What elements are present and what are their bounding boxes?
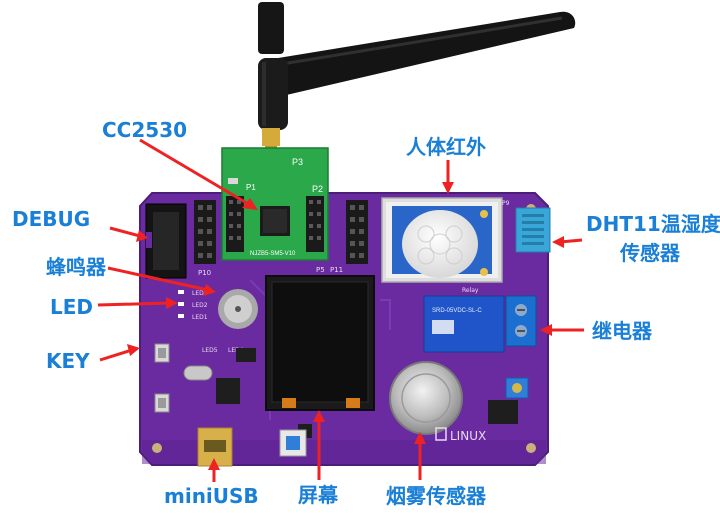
silk-led5: LED5 (202, 347, 218, 354)
crystal (183, 365, 213, 381)
silk-linux: LINUX (450, 429, 486, 443)
silk-led2: LED2 (192, 302, 208, 309)
arrow-led (97, 301, 171, 307)
label-key: KEY (46, 349, 90, 373)
silk-led1: LED1 (192, 314, 208, 321)
label-led: LED (50, 295, 94, 319)
buzzer (218, 289, 258, 329)
relay: SRD-05VDC-SL-C Relay (423, 287, 505, 353)
silk-p5: P5 (316, 266, 325, 274)
ics (216, 348, 518, 438)
potentiometer (505, 377, 529, 399)
linux-logo: LINUX (435, 427, 486, 443)
miniusb-connector (197, 427, 233, 467)
dht11-sensor: P9 (502, 200, 551, 253)
arrow-buzzer (107, 266, 209, 292)
arrow-cc2530 (139, 138, 251, 207)
blue-switch (279, 429, 307, 457)
arrow-debug (109, 226, 141, 238)
label-miniusb: miniUSB (164, 484, 259, 508)
silk-p11: P11 (330, 266, 343, 274)
debug-connector (145, 203, 187, 279)
silk-p1: P1 (246, 183, 256, 192)
label-relay: 继电器 (592, 319, 652, 343)
arrow-key (99, 348, 133, 362)
silk-p3: P3 (292, 157, 303, 167)
cc2530-module: P3 P1 P2 NJZB5-SM5-V10 (221, 147, 329, 261)
label-smoke: 烟雾传感器 (386, 484, 486, 508)
silk-relay-title: Relay (462, 287, 479, 294)
label-debug: DEBUG (12, 207, 91, 231)
silk-module: NJZB5-SM5-V10 (250, 251, 296, 257)
header-p10: P10 (194, 200, 216, 277)
antenna (258, 2, 576, 156)
silk-p9: P9 (502, 200, 510, 207)
silk-p2: P2 (312, 184, 323, 194)
label-dht11-line1: DHT11温湿度 (586, 212, 720, 236)
label-cc2530: CC2530 (102, 118, 188, 142)
label-dht11-line2: 传感器 (620, 241, 680, 265)
key-buttons (154, 343, 170, 413)
label-pir: 人体红外 (406, 135, 486, 159)
lcd-screen (265, 275, 375, 411)
silk-led3: LED3 (192, 290, 208, 297)
led-area: LED3 LED2 LED1 LED5 LED4 (178, 290, 244, 354)
silk-led4: LED4 (228, 347, 244, 354)
silk-p10: P10 (198, 269, 211, 277)
silk-relay-text: SRD-05VDC-SL-C (432, 308, 482, 314)
smoke-sensor (389, 361, 463, 435)
label-screen: 屏幕 (298, 483, 338, 507)
label-buzzer: 蜂鸣器 (46, 255, 106, 279)
arrows (97, 138, 584, 482)
header-p11: P11 P5 (316, 200, 368, 274)
relay-terminal (505, 295, 537, 347)
pir-sensor (381, 197, 503, 283)
